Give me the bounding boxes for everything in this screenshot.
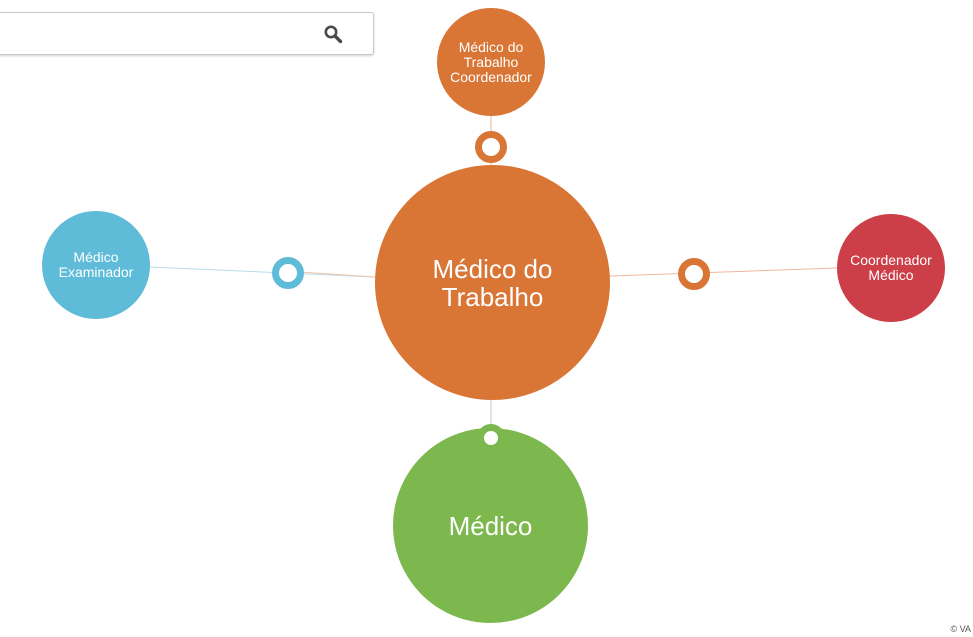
node-label: Coordenador Médico [850,252,932,283]
node-medico-examinador[interactable]: Médico Examinador [42,211,150,319]
link-handle-left[interactable] [272,257,304,289]
search-box [0,12,374,55]
link-right [609,267,838,277]
copyright-text: © VA [950,624,971,634]
link-left [149,266,376,278]
node-label: Médico do Trabalho [432,253,553,312]
magnifier-icon [324,25,343,44]
node-medico[interactable]: Médico [393,428,588,623]
link-handle-bottom[interactable] [477,424,505,452]
node-coordenador-medico[interactable]: Coordenador Médico [837,214,945,322]
node-label: Médico [448,510,533,541]
node-label: Médico do Trabalho Coordenador [450,38,532,85]
link-left-center [299,271,376,278]
search-button[interactable] [321,22,347,46]
link-handle-right[interactable] [678,258,710,290]
link-handle-top[interactable] [475,131,507,163]
node-label: Médico Examinador [58,249,134,280]
search-input[interactable] [5,19,309,50]
node-medico-do-trabalho[interactable]: Médico do Trabalho [375,165,610,400]
node-medico-do-trabalho-coordenador[interactable]: Médico do Trabalho Coordenador [437,8,545,116]
